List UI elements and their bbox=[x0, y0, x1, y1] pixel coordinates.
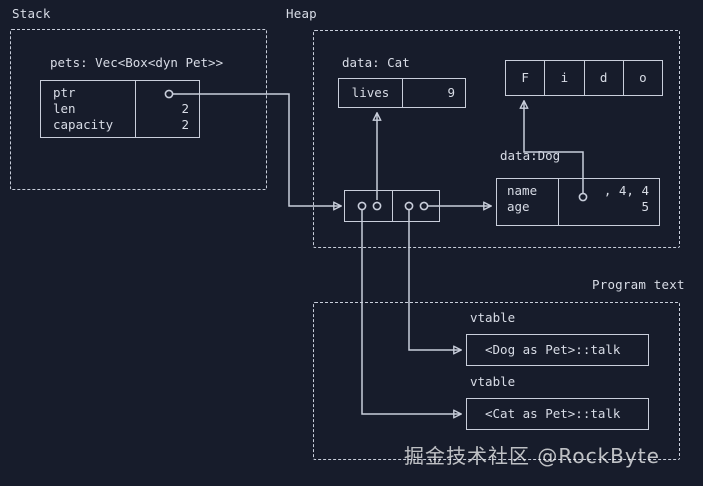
dog-field-values: , 4, 4 5 bbox=[559, 179, 659, 225]
cat-data-box: lives 9 bbox=[338, 78, 466, 108]
pets-value-capacity: 2 bbox=[181, 117, 189, 132]
pets-vec-field-values: 2 2 bbox=[136, 81, 199, 137]
program-text-region-label: Program text bbox=[592, 277, 685, 292]
pets-value-ptr bbox=[136, 85, 189, 101]
fido-char-1: i bbox=[545, 61, 585, 95]
fat-pointer-slot-1 bbox=[393, 191, 440, 221]
vtable-entry-dog: <Dog as Pet>::talk bbox=[466, 334, 649, 366]
cat-field-name: lives bbox=[339, 79, 403, 107]
box-dyn-pet-array bbox=[344, 190, 440, 222]
fido-string-buffer: F i d o bbox=[505, 60, 663, 96]
pets-field-ptr: ptr bbox=[53, 85, 76, 100]
pets-vec-field-names: ptr len capacity bbox=[41, 81, 136, 137]
dog-value-age: 5 bbox=[641, 199, 649, 214]
fido-char-2: d bbox=[585, 61, 624, 95]
pets-value-len: 2 bbox=[181, 101, 189, 116]
dog-value-name: , 4, 4 bbox=[603, 183, 649, 198]
pets-vec-box: ptr len capacity 2 2 bbox=[40, 80, 200, 138]
dog-field-name: name bbox=[507, 183, 538, 198]
cat-data-caption: data: Cat bbox=[342, 55, 410, 70]
pets-vec-caption: pets: Vec<Box<dyn Pet>> bbox=[50, 55, 224, 70]
stack-region-label: Stack bbox=[12, 6, 51, 21]
vtable-label-cat: vtable bbox=[470, 374, 516, 389]
dog-data-box: name age , 4, 4 5 bbox=[496, 178, 660, 226]
cat-field-value: 9 bbox=[447, 85, 455, 100]
program-text-region-box bbox=[313, 302, 680, 460]
fido-char-3: o bbox=[639, 70, 647, 85]
dog-field-age: age bbox=[507, 199, 530, 214]
pets-field-len: len bbox=[53, 101, 76, 116]
vtable-entry-cat: <Cat as Pet>::talk bbox=[466, 398, 649, 430]
dog-field-names: name age bbox=[497, 179, 559, 225]
heap-region-label: Heap bbox=[286, 6, 317, 21]
fido-char-0: F bbox=[506, 61, 546, 95]
watermark: 掘金技术社区 @RockByte bbox=[404, 444, 660, 468]
fat-pointer-slot-0 bbox=[345, 191, 393, 221]
vtable-label-dog: vtable bbox=[470, 310, 516, 325]
pets-field-capacity: capacity bbox=[53, 117, 114, 132]
dog-data-caption: data:Dog bbox=[500, 148, 561, 163]
